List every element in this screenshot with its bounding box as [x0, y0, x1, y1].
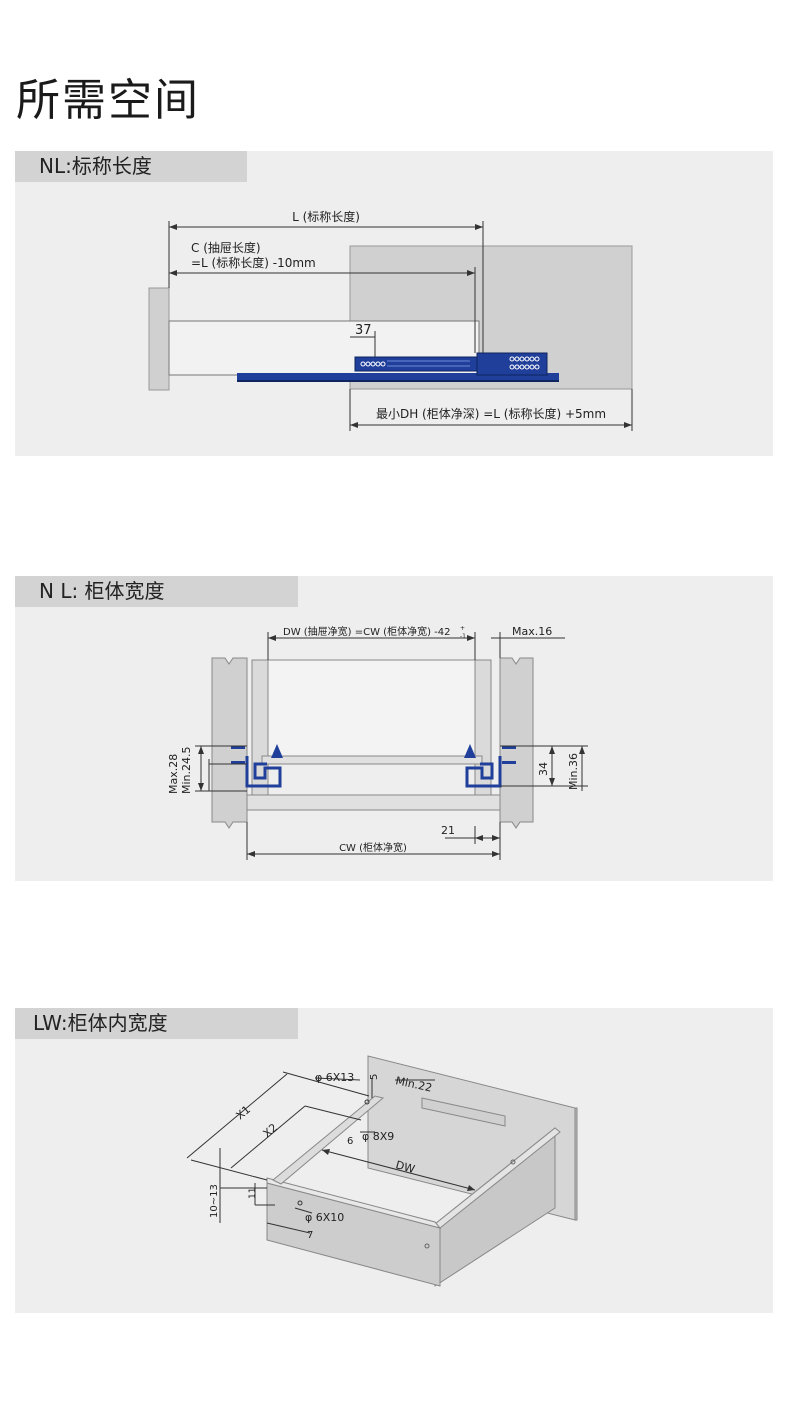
drawer-bottom: [261, 755, 483, 765]
section-header: NL:标称长度: [15, 151, 247, 182]
drawer-base: [246, 794, 501, 811]
label-max16: Max.16: [512, 625, 552, 638]
section-inner-width: LW:柜体内宽度: [15, 1008, 773, 1313]
label-dim5: 5: [369, 1074, 380, 1080]
label-drawer-width: DW (抽屉净宽) =CW (柜体净宽) -42: [283, 625, 451, 638]
slide-rail-lower-shadow: [237, 380, 559, 382]
label-tolerance-upper: +: [460, 625, 465, 632]
label-drawer-length-line2: =L (标称长度) -10mm: [191, 255, 316, 270]
slide-rail-box: [476, 352, 548, 376]
locking-pin-left: [271, 744, 283, 758]
section-header: LW:柜体内宽度: [15, 1008, 298, 1039]
label-x1: X1: [234, 1103, 253, 1122]
cabinet-back-wall-edge: [574, 1107, 578, 1221]
slide-profile-right: [465, 756, 502, 788]
label-x2: X2: [261, 1121, 280, 1140]
drawer-side-left: [272, 1095, 385, 1185]
label-min245: Min.24.5: [180, 746, 193, 794]
label-min36: Min.36: [567, 753, 580, 790]
label-dim21: 21: [441, 824, 455, 837]
slide-rail-lower: [237, 373, 559, 381]
page-title: 所需空间: [16, 75, 200, 126]
drawer-back: [267, 659, 476, 757]
section-cabinet-width: N L: 柜体宽度: [15, 576, 773, 881]
label-dim11: 11: [248, 1188, 258, 1199]
drawer-front-top: [266, 1177, 442, 1229]
inner-width-diagram: φ 6X13 5 Min.22 X1 X2 φ 8X9 6 DW 10~13 1…: [186, 1055, 578, 1287]
label-cabinet-width: CW (柜体净宽): [339, 841, 407, 854]
slide-profile-left: [245, 756, 282, 788]
label-nominal-length: L (标称长度): [292, 209, 360, 224]
label-drawer-length-line1: C (抽屉长度): [191, 240, 261, 255]
locking-pin-right: [464, 744, 476, 758]
nominal-length-diagram: L (标称长度) C (抽屉长度) =L (标称长度) -10mm 37 最小D…: [148, 209, 633, 431]
label-hole-8x9: φ 8X9: [362, 1130, 394, 1143]
section-nominal-length: NL:标称长度: [15, 151, 773, 456]
label-hole-6x13: φ 6X13: [315, 1071, 354, 1084]
mounting-screws: [231, 746, 516, 764]
back-rail: [421, 1097, 506, 1127]
label-max28: Max.28: [167, 754, 180, 794]
slide-bearings: [360, 356, 540, 370]
section-header: N L: 柜体宽度: [15, 576, 298, 607]
label-dim-37: 37: [355, 323, 372, 338]
label-range-10-13: 10~13: [209, 1184, 220, 1218]
label-dw: DW: [394, 1158, 416, 1176]
label-dim6: 6: [347, 1136, 353, 1147]
cabinet-wall-left: [211, 657, 248, 829]
label-hole-6x10: φ 6X10: [305, 1211, 344, 1224]
label-min-depth: 最小DH (柜体净深) =L (标称长度) +5mm: [376, 406, 606, 421]
cabinet-width-diagram: DW (抽屉净宽) =CW (柜体净宽) -42 + -1 Max.16 Max…: [167, 625, 588, 860]
label-dim34: 34: [537, 762, 550, 776]
label-tolerance-lower: -1: [460, 633, 466, 640]
drawer-front: [266, 1182, 441, 1287]
mounting-hole-right: [510, 1159, 516, 1165]
drawer-front: [148, 287, 170, 391]
mounting-hole-front: [424, 1243, 430, 1249]
cabinet-wall-right: [499, 657, 534, 829]
label-dim7: 7: [307, 1230, 313, 1241]
